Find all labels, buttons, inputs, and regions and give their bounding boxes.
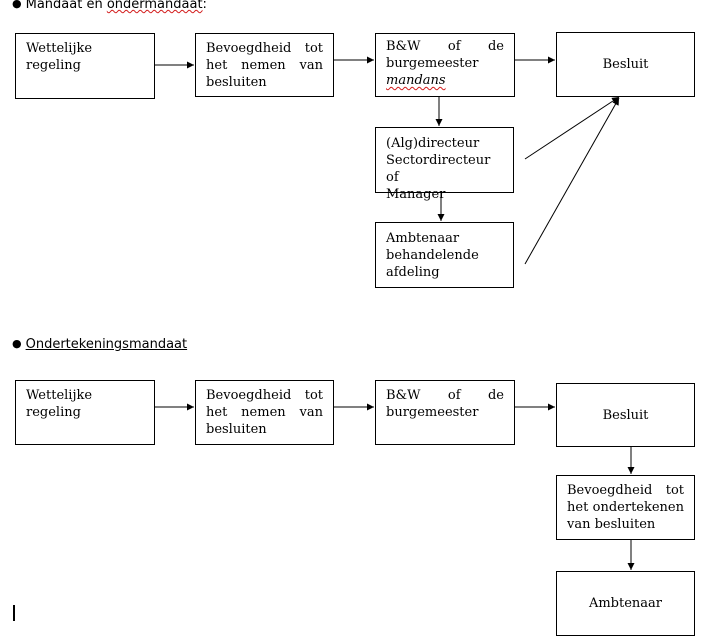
box-line: Ambtenaar xyxy=(588,596,663,611)
box-text: Wettelijke regeling xyxy=(26,387,144,421)
box-line: behandelende xyxy=(386,248,479,263)
box-line: het nemen van xyxy=(206,405,323,420)
section-heading-ondertekening: ●Ondertekeningsmandaat xyxy=(12,337,187,352)
box-text: Bevoegdheid tot het nemen van besluiten xyxy=(206,387,323,438)
box-text: Ambtenaar behandelende afdeling xyxy=(386,230,503,281)
box-besluit-2: Besluit xyxy=(556,383,695,447)
box-line: B&W of de xyxy=(386,39,504,54)
section-heading-mandaat: ●Mandaat en ondermandaat: xyxy=(12,0,207,12)
box-line: Ambtenaar xyxy=(386,231,460,246)
box-line: besluiten xyxy=(206,75,267,90)
box-line: burgemeester xyxy=(386,405,479,420)
box-ambtenaar-afdeling: Ambtenaar behandelende afdeling xyxy=(375,222,514,288)
box-wettelijke-regeling-1: Wettelijke regeling xyxy=(15,33,155,99)
heading-part-2: ondermandaat xyxy=(106,0,203,12)
heading-text: Ondertekeningsmandaat xyxy=(25,337,188,352)
box-line: regeling xyxy=(26,405,81,420)
box-text: Bevoegdheid tot het nemen van besluiten xyxy=(206,40,323,91)
box-text: (Alg)directeur Sectordirecteur of Manage… xyxy=(386,135,503,203)
box-bevoegdheid-2: Bevoegdheid tot het nemen van besluiten xyxy=(195,380,334,445)
box-line: B&W of de xyxy=(386,388,504,403)
box-line: (Alg)directeur xyxy=(386,136,480,151)
box-line: Manager xyxy=(386,187,446,202)
box-bw-2: B&W of de burgemeester xyxy=(375,380,515,445)
mandans-text: mandans xyxy=(386,73,446,88)
box-line: Besluit xyxy=(602,57,649,72)
box-bw-mandans: B&W of de burgemeester mandans xyxy=(375,33,515,97)
box-text: Ambtenaar xyxy=(557,572,694,635)
bullet-icon: ● xyxy=(12,337,22,350)
box-line: het nemen van xyxy=(206,58,323,73)
box-line-italic: mandans xyxy=(386,72,504,89)
box-text: Wettelijke regeling xyxy=(26,40,144,74)
box-line: Wettelijke xyxy=(26,388,93,403)
box-text: B&W of de burgemeester xyxy=(386,387,504,421)
box-bevoegdheid-ondertekenen: Bevoegdheid tot het ondertekenen van bes… xyxy=(556,475,695,540)
box-text: Besluit xyxy=(557,33,694,96)
heading-part-3: : xyxy=(202,0,207,12)
box-line: Bevoegdheid tot xyxy=(206,388,323,403)
arrow-directeur-to-besluit xyxy=(524,96,620,160)
arrow-ambtenaar-to-besluit xyxy=(524,97,620,265)
box-line: afdeling xyxy=(386,265,440,280)
heading-part-1: Mandaat en xyxy=(25,0,107,12)
box-besluit-1: Besluit xyxy=(556,32,695,97)
box-text: Bevoegdheid tot het ondertekenen van bes… xyxy=(567,482,684,533)
text-cursor xyxy=(13,605,15,621)
box-line: besluiten xyxy=(206,422,267,437)
bullet-icon: ● xyxy=(12,0,22,10)
box-line: van besluiten xyxy=(567,517,656,532)
box-line: Bevoegdheid tot xyxy=(206,41,323,56)
box-wettelijke-regeling-2: Wettelijke regeling xyxy=(15,380,155,445)
box-line: Bevoegdheid tot xyxy=(567,483,684,498)
box-line: Besluit xyxy=(602,407,649,423)
box-line: Wettelijke regeling xyxy=(26,41,93,73)
box-directeur: (Alg)directeur Sectordirecteur of Manage… xyxy=(375,127,514,202)
box-bevoegdheid-1: Bevoegdheid tot het nemen van besluiten xyxy=(195,33,334,97)
box-line: het ondertekenen xyxy=(567,500,684,515)
box-line: Sectordirecteur of xyxy=(386,153,491,185)
box-ambtenaar-2: Ambtenaar xyxy=(556,571,695,636)
box-line: burgemeester xyxy=(386,56,479,71)
box-text: Besluit xyxy=(557,384,694,446)
box-text: B&W of de burgemeester mandans xyxy=(386,38,504,89)
